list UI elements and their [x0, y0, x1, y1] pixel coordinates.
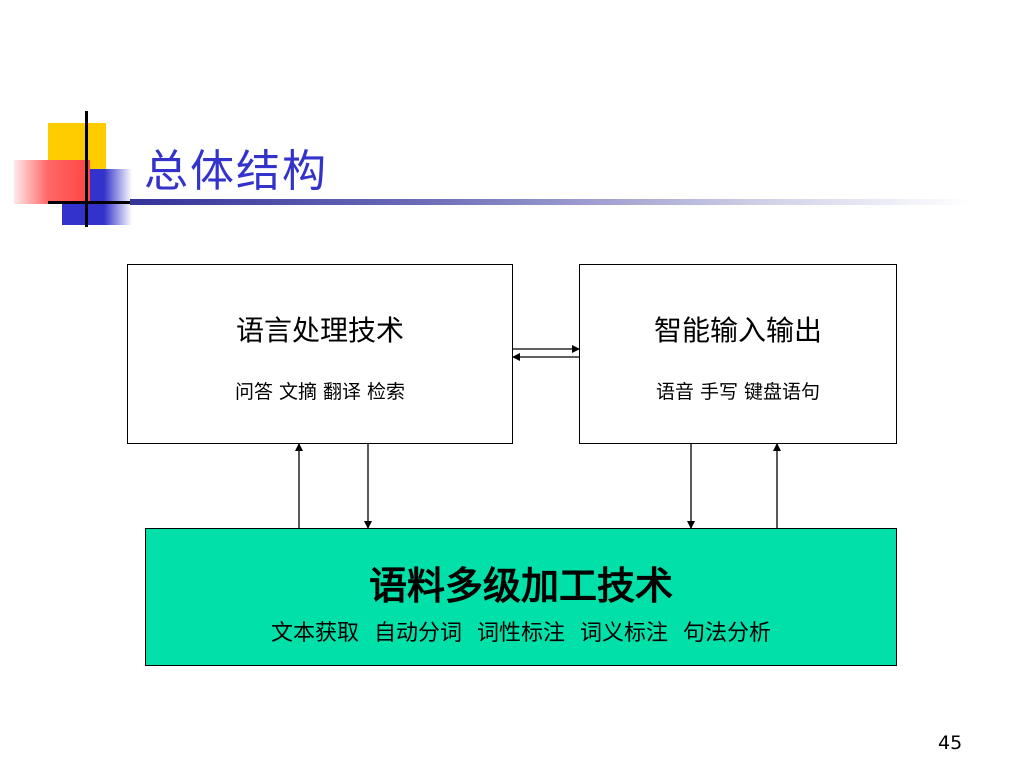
title-ornament-red-square: [14, 160, 90, 204]
page-number: 45: [938, 732, 963, 754]
corpus-processing-subtitle: 文本获取 自动分词 词性标注 词义标注 句法分析: [271, 621, 771, 646]
smart-io-box: 智能输入输出 语音 手写 键盘语句: [579, 264, 897, 444]
language-processing-subtitle: 问答 文摘 翻译 检索: [234, 381, 406, 403]
corpus-processing-box: 语料多级加工技术 文本获取 自动分词 词性标注 词义标注 句法分析: [145, 528, 897, 666]
title-underline-rule: [130, 199, 970, 205]
language-processing-box: 语言处理技术 问答 文摘 翻译 检索: [127, 264, 513, 444]
title-ornament-vertical-line: [85, 111, 88, 227]
smart-io-subtitle: 语音 手写 键盘语句: [655, 381, 821, 403]
page-title: 总体结构: [144, 146, 328, 197]
smart-io-title: 智能输入输出: [653, 314, 822, 347]
corpus-processing-title: 语料多级加工技术: [368, 564, 673, 608]
language-processing-title: 语言处理技术: [235, 314, 404, 347]
title-ornament-horizontal-line: [48, 201, 130, 204]
